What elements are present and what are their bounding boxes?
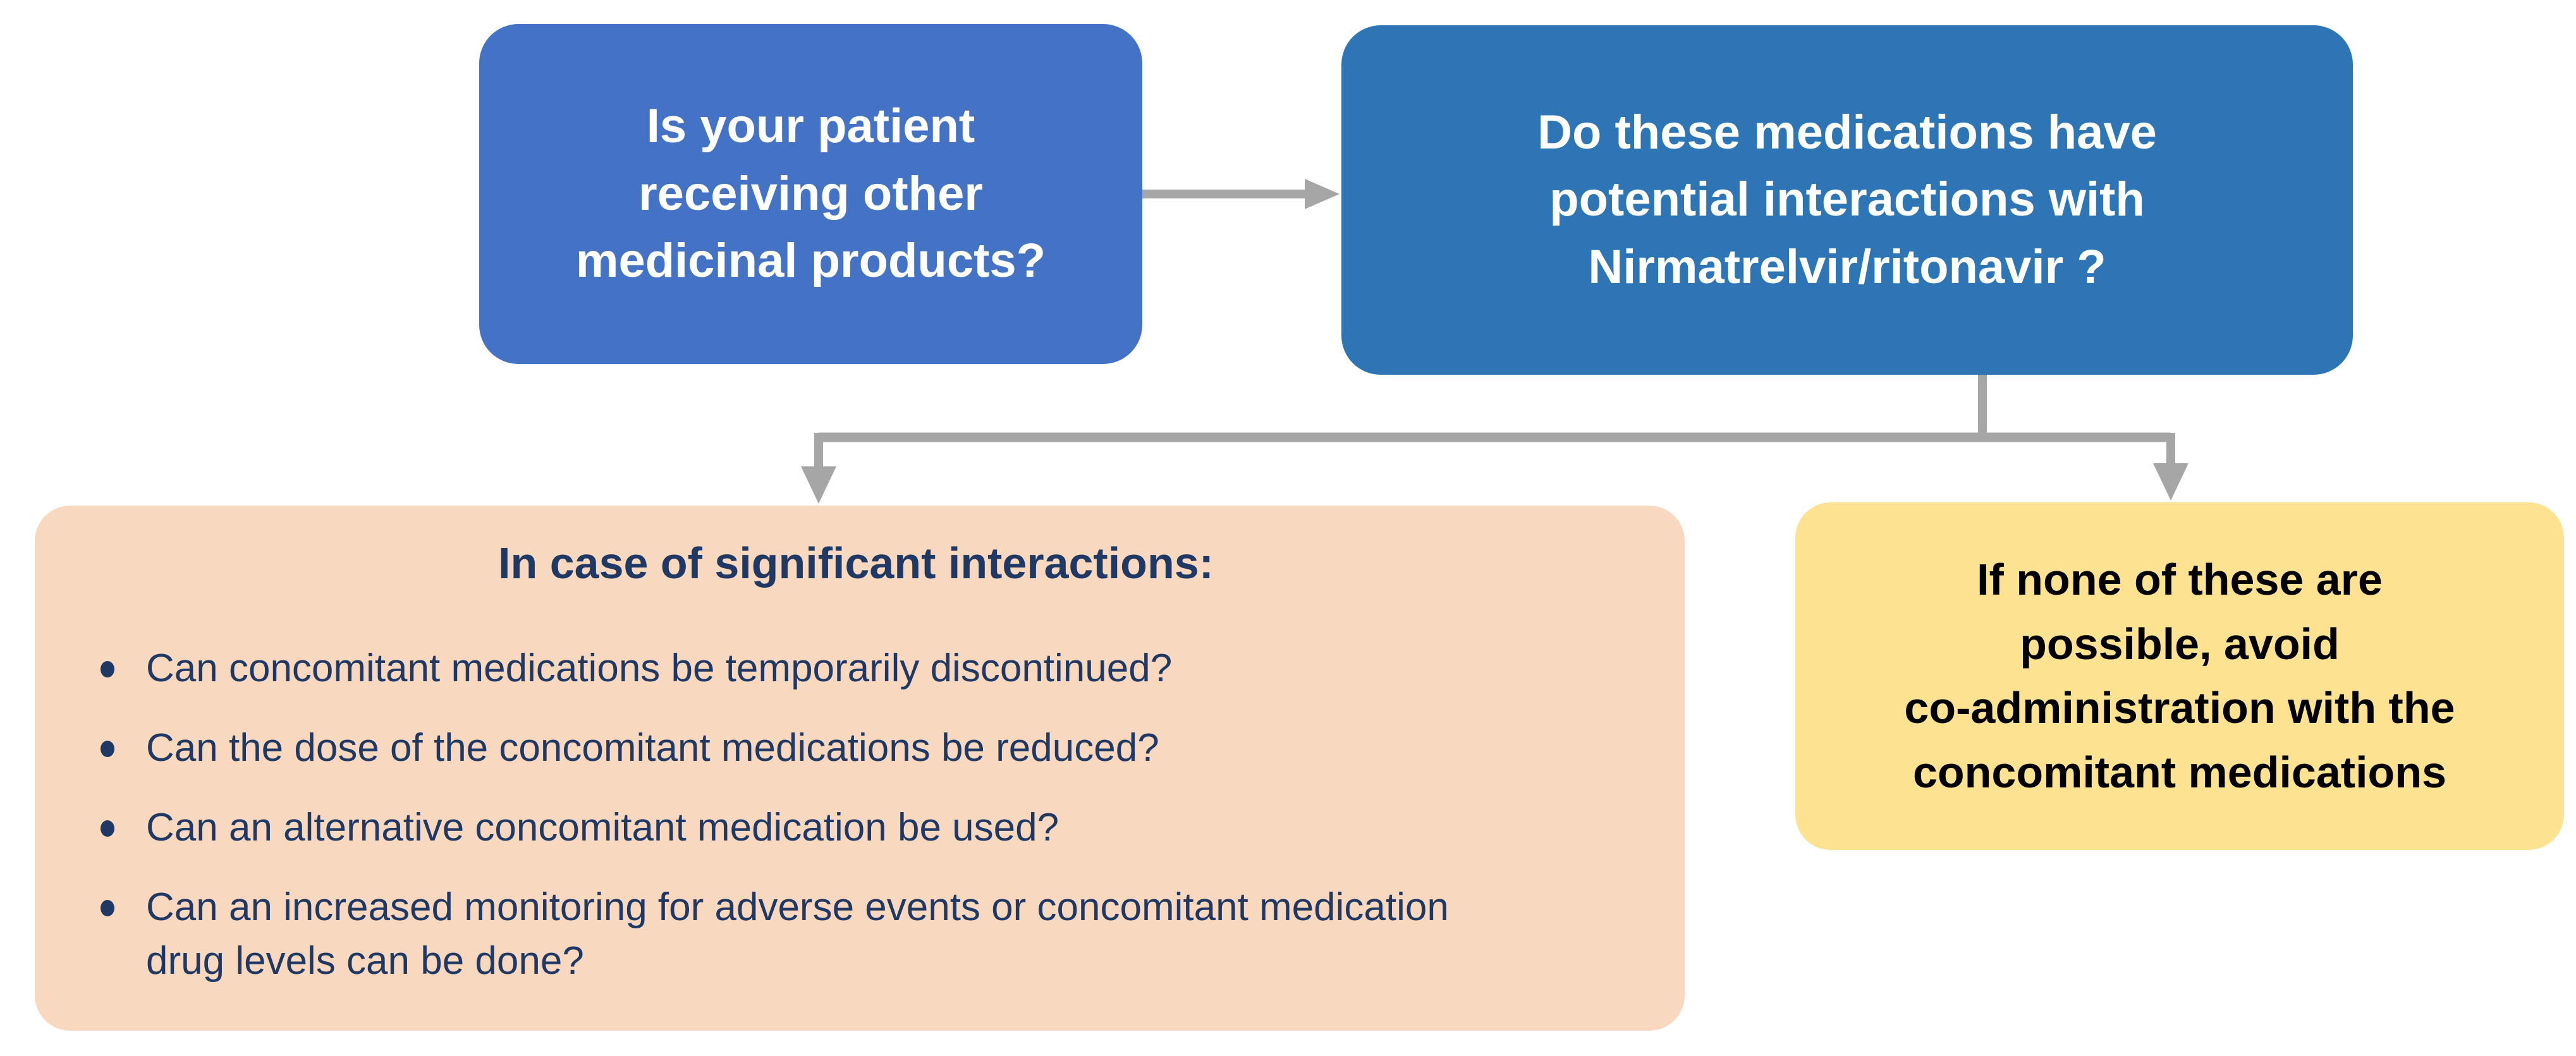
- question1-line-2: receiving other: [638, 166, 983, 221]
- avoid-line-1: If none of these are: [1977, 555, 2383, 604]
- arrow-q1-to-q2-head: [1305, 179, 1340, 209]
- question-box-other-medicinal-products: Is your patient receiving other medicina…: [479, 24, 1142, 364]
- interactions-bullet-list: Can concomitant medications be temporari…: [65, 642, 1647, 988]
- interactions-title: In case of significant interactions:: [498, 538, 1214, 588]
- interaction-option-reduce-dose: Can the dose of the concomitant medicati…: [101, 722, 1647, 775]
- bullet-icon: [101, 820, 114, 837]
- question1-line-3: medicinal products?: [575, 234, 1046, 288]
- question1-line-1: Is your patient: [646, 99, 975, 154]
- bullet-icon: [101, 660, 114, 677]
- question2-line-1: Do these medications have: [1537, 105, 2157, 159]
- significant-interactions-box: In case of significant interactions: Can…: [35, 506, 1685, 1031]
- interaction-option-text: Can the dose of the concomitant medicati…: [146, 725, 1159, 770]
- question-box-potential-interactions: Do these medications have potential inte…: [1341, 25, 2353, 375]
- interaction-option-alternative: Can an alternative concomitant medicatio…: [101, 801, 1647, 854]
- avoid-line-2: possible, avoid: [2020, 619, 2340, 669]
- question2-line-2: potential interactions with: [1549, 173, 2145, 227]
- question2-line-3: Nirmatrelvir/ritonavir ?: [1588, 240, 2106, 294]
- bullet-icon: [101, 740, 114, 757]
- avoid-line-3: co-administration with the: [1904, 683, 2455, 732]
- arrow-left-branch-head: [801, 466, 836, 504]
- avoid-line-4: concomitant medications: [1912, 747, 2447, 797]
- interaction-option-text: Can concomitant medications be temporari…: [146, 646, 1173, 690]
- bullet-icon: [101, 900, 114, 917]
- interaction-option-text: Can an increased monitoring for adverse …: [146, 885, 1449, 983]
- avoid-coadministration-box: If none of these are possible, avoid co-…: [1795, 502, 2564, 850]
- interaction-option-discontinue: Can concomitant medications be temporari…: [101, 642, 1647, 695]
- interaction-option-monitoring: Can an increased monitoring for adverse …: [101, 881, 1647, 988]
- interaction-option-text: Can an alternative concomitant medicatio…: [146, 806, 1059, 850]
- arrow-right-branch-head: [2153, 463, 2188, 501]
